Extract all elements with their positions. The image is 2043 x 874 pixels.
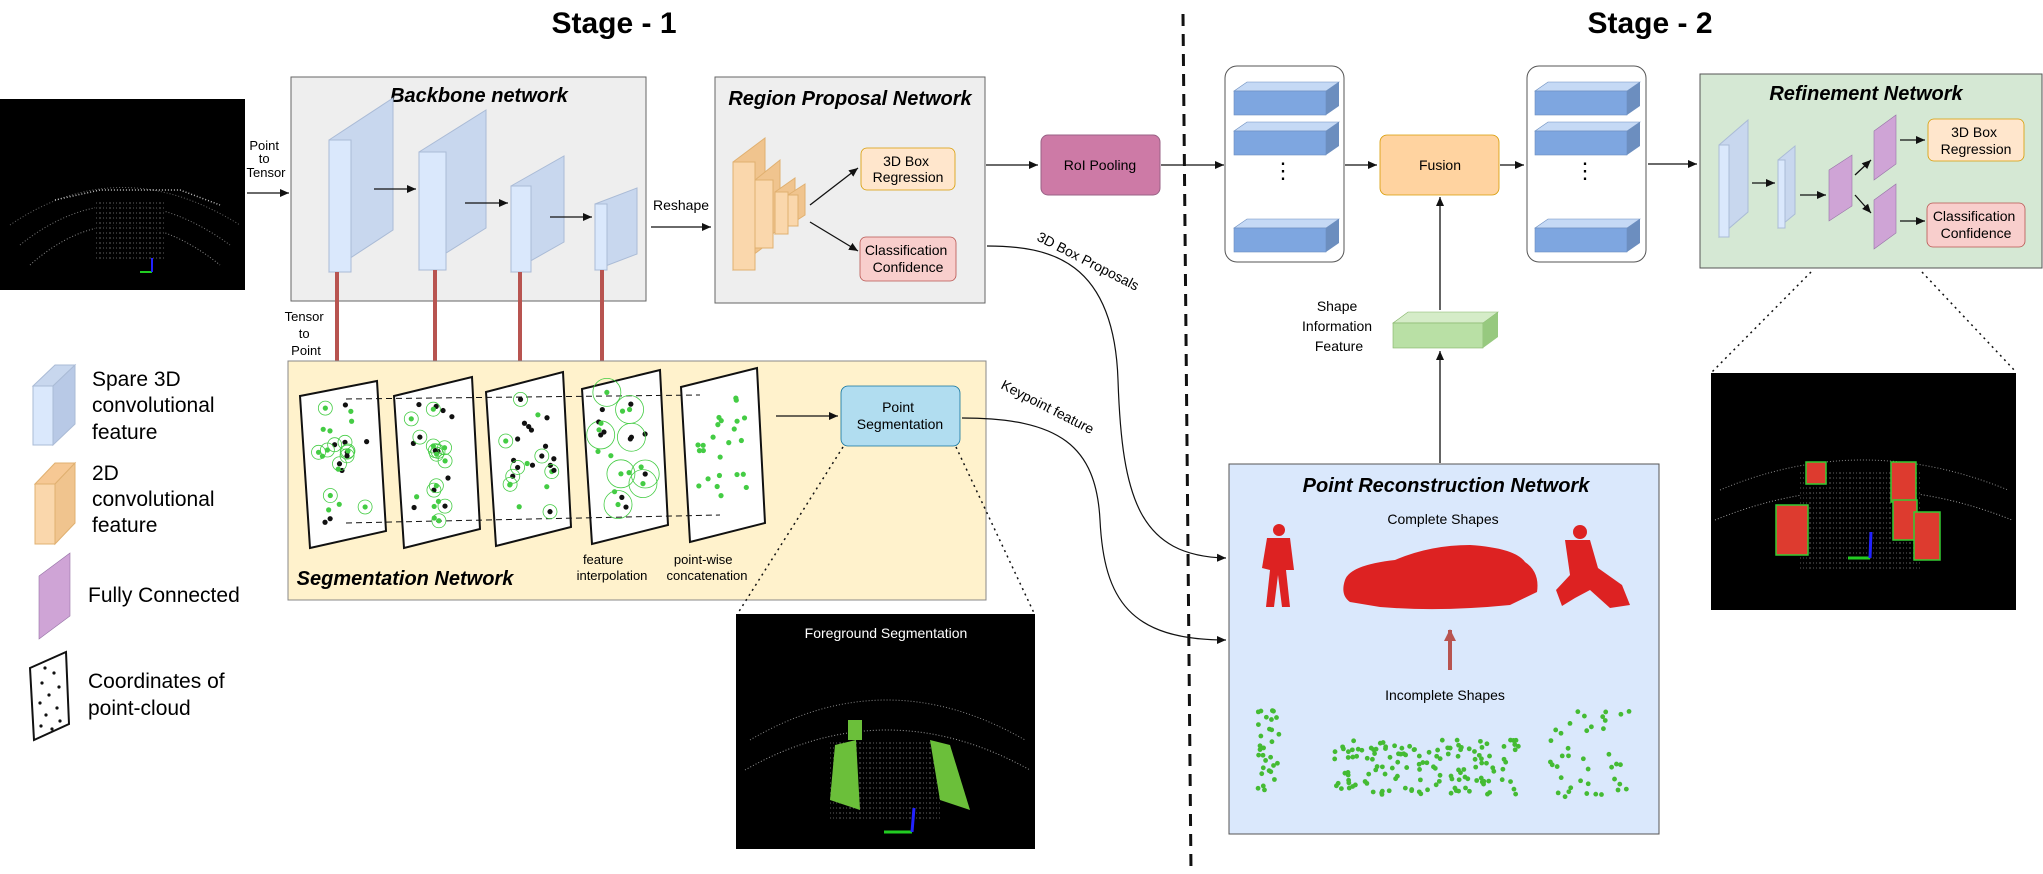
roi-feature-bar-1 bbox=[1233, 81, 1340, 116]
svg-text:Fusion: Fusion bbox=[1419, 157, 1461, 173]
complete-shapes-label: Complete Shapes bbox=[1387, 511, 1498, 527]
legend: Spare 3D convolutional feature 2D convol… bbox=[28, 363, 240, 742]
sparse3d-block-1 bbox=[328, 97, 394, 273]
complete-cyclist bbox=[1556, 525, 1630, 608]
sparse3d-block-2 bbox=[418, 109, 487, 271]
refinement-title: Refinement Network bbox=[1769, 83, 1963, 105]
legend-sparse3d-label: Spare 3D convolutional feature bbox=[92, 368, 220, 444]
complete-car bbox=[1343, 545, 1538, 610]
sparse3d-block-4 bbox=[594, 187, 638, 271]
keypoint-feature-label: Keypoint feature bbox=[999, 376, 1097, 437]
refine-zoom-line-left bbox=[1711, 271, 1812, 373]
box-proposals-label: 3D Box Proposals bbox=[1035, 228, 1142, 293]
backbone-title: Backbone network bbox=[390, 85, 569, 107]
backbone-network: Backbone network bbox=[290, 76, 647, 302]
stage2-title: Stage - 2 bbox=[1587, 7, 1712, 40]
fusion-box: Fusion bbox=[1379, 134, 1500, 196]
svg-text:⋮: ⋮ bbox=[1574, 158, 1596, 183]
shape-information-feature bbox=[1392, 311, 1499, 349]
legend-coords-swatch bbox=[28, 650, 71, 742]
complete-pedestrian bbox=[1262, 524, 1294, 607]
point-cloud-dots bbox=[311, 377, 749, 529]
point-to-tensor-label: Point to Tensor bbox=[246, 138, 286, 180]
svg-text:Foreground Segmentation: Foreground Segmentation bbox=[805, 625, 968, 641]
region-proposal-network: Region Proposal Network 3D Box Regressio… bbox=[714, 76, 986, 304]
detection-result-image bbox=[1711, 373, 2016, 610]
rpn-classification-confidence: Classification Confidence bbox=[859, 236, 957, 282]
point-segmentation-box: Point Segmentation bbox=[840, 385, 961, 447]
legend-conv2d-swatch bbox=[33, 461, 77, 546]
incomplete-shapes-points bbox=[1255, 708, 1632, 800]
seg-zoom-line-left bbox=[737, 446, 844, 614]
fused-feature-bar-1 bbox=[1534, 81, 1641, 116]
fused-feature-stack: ⋮ bbox=[1526, 65, 1647, 263]
roi-feature-bar-3 bbox=[1233, 218, 1340, 253]
foreground-segmentation-image: Foreground Segmentation bbox=[736, 614, 1035, 849]
stage1-title: Stage - 1 bbox=[551, 7, 676, 40]
prn-title: Point Reconstruction Network bbox=[1303, 475, 1591, 497]
segmentation-title: Segmentation Network bbox=[297, 568, 515, 590]
refine-zoom-line-right bbox=[1921, 271, 2017, 373]
seg-zoom-line-right bbox=[955, 446, 1035, 614]
input-lidar-image bbox=[0, 99, 245, 290]
segmentation-network: Segmentation Network feature interpolati… bbox=[287, 360, 987, 601]
keypoint-feature-connector bbox=[961, 417, 1227, 644]
legend-sparse3d-swatch bbox=[31, 363, 77, 447]
svg-text:Classification Confide: Classification Confidence bbox=[865, 242, 951, 275]
legend-conv2d-label: 2D convolutional feature bbox=[92, 462, 220, 537]
reshape-label: Reshape bbox=[653, 197, 709, 213]
feature-interpolation-label: feature interpolation bbox=[577, 552, 648, 583]
legend-coords-label: Coordinates of point-cloud bbox=[88, 670, 230, 720]
refinement-network: Refinement Network 3D Box Regression Cla… bbox=[1699, 73, 2043, 269]
roi-feature-stack: ⋮ bbox=[1224, 65, 1345, 263]
pointwise-concatenation-label: point-wise concatenation bbox=[667, 552, 748, 583]
svg-text:3D Box Regression: 3D Box Regression bbox=[1941, 124, 2012, 157]
point-reconstruction-network: Point Reconstruction Network Complete Sh… bbox=[1228, 463, 1660, 835]
point-cloud-panels bbox=[298, 366, 767, 550]
svg-text:3D Box Regression: 3D Box Regression bbox=[873, 153, 944, 185]
legend-fc-swatch bbox=[38, 552, 71, 640]
roi-pooling: RoI Pooling bbox=[1040, 134, 1161, 196]
shape-information-label: Shape Information Feature bbox=[1302, 298, 1376, 354]
refine-box-regression: 3D Box Regression bbox=[1927, 118, 2025, 162]
stage-divider bbox=[1181, 13, 1193, 873]
roi-feature-bar-2 bbox=[1233, 121, 1340, 156]
fused-feature-bar-3 bbox=[1534, 218, 1641, 253]
rpn-title: Region Proposal Network bbox=[728, 88, 972, 110]
conv2d-blocks bbox=[732, 137, 806, 271]
box-proposals-connector bbox=[986, 245, 1227, 562]
fused-feature-bar-2 bbox=[1534, 121, 1641, 156]
svg-text:⋮: ⋮ bbox=[1272, 158, 1294, 183]
svg-text:RoI Pooling: RoI Pooling bbox=[1064, 157, 1136, 173]
legend-fc-label: Fully Connected bbox=[88, 584, 240, 607]
tensor-to-point-label: Tensor to Point bbox=[285, 309, 328, 358]
incomplete-shapes-label: Incomplete Shapes bbox=[1385, 687, 1505, 703]
rpn-box-regression: 3D Box Regression bbox=[860, 147, 956, 191]
svg-text:Point Segmentation: Point Segmentation bbox=[857, 399, 943, 432]
refine-classification-confidence: Classification Confidence bbox=[1926, 202, 2026, 248]
svg-text:Classification Confide: Classification Confidence bbox=[1933, 208, 2019, 241]
sparse3d-block-3 bbox=[510, 155, 565, 273]
